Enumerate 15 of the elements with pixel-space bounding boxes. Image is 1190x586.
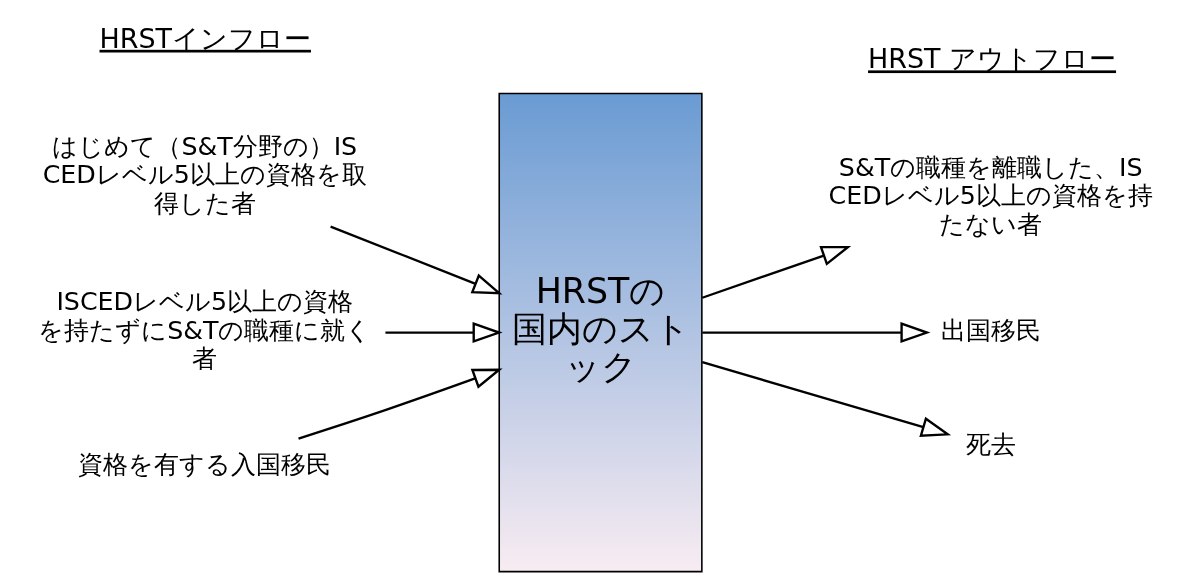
arrow — [701, 360, 952, 437]
arrow — [330, 225, 503, 295]
arrow — [701, 245, 852, 299]
node-text: はじめて（S&T分野の）ISCEDレベル5以上の資格を取得した者 — [42, 130, 367, 218]
node-text: ISCEDレベル5以上の資格を持たずにS&Tの職種に就く者 — [38, 286, 372, 374]
node-box: HRSTの国内のストック — [498, 92, 703, 573]
node-text: 資格を有する入国移民 — [78, 449, 332, 480]
node-text: S&Tの職種を離職した、ISCEDレベル5以上の資格を持たない者 — [828, 151, 1153, 239]
label: HRSTインフロー — [99, 22, 311, 54]
arrow — [385, 322, 503, 344]
arrow — [298, 368, 503, 440]
node-text: 死去 — [965, 428, 1016, 459]
node-text: 出国移民 — [940, 314, 1041, 345]
label: HRST アウトフロー — [868, 43, 1117, 75]
arrow — [702, 322, 931, 344]
